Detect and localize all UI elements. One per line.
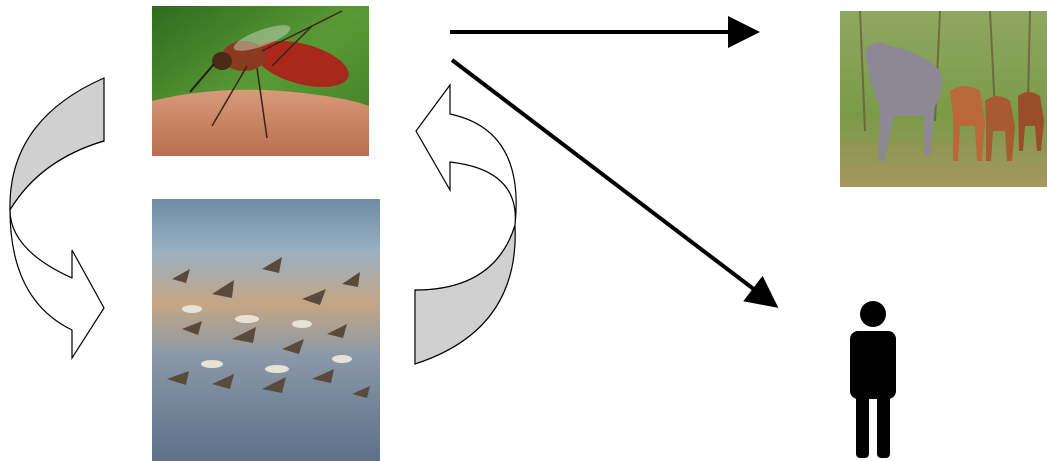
curved-arrow-mosquito-to-birds	[10, 78, 104, 358]
curved-arrow-birds-to-mosquito	[415, 85, 516, 364]
human-silhouette-icon	[850, 301, 896, 458]
